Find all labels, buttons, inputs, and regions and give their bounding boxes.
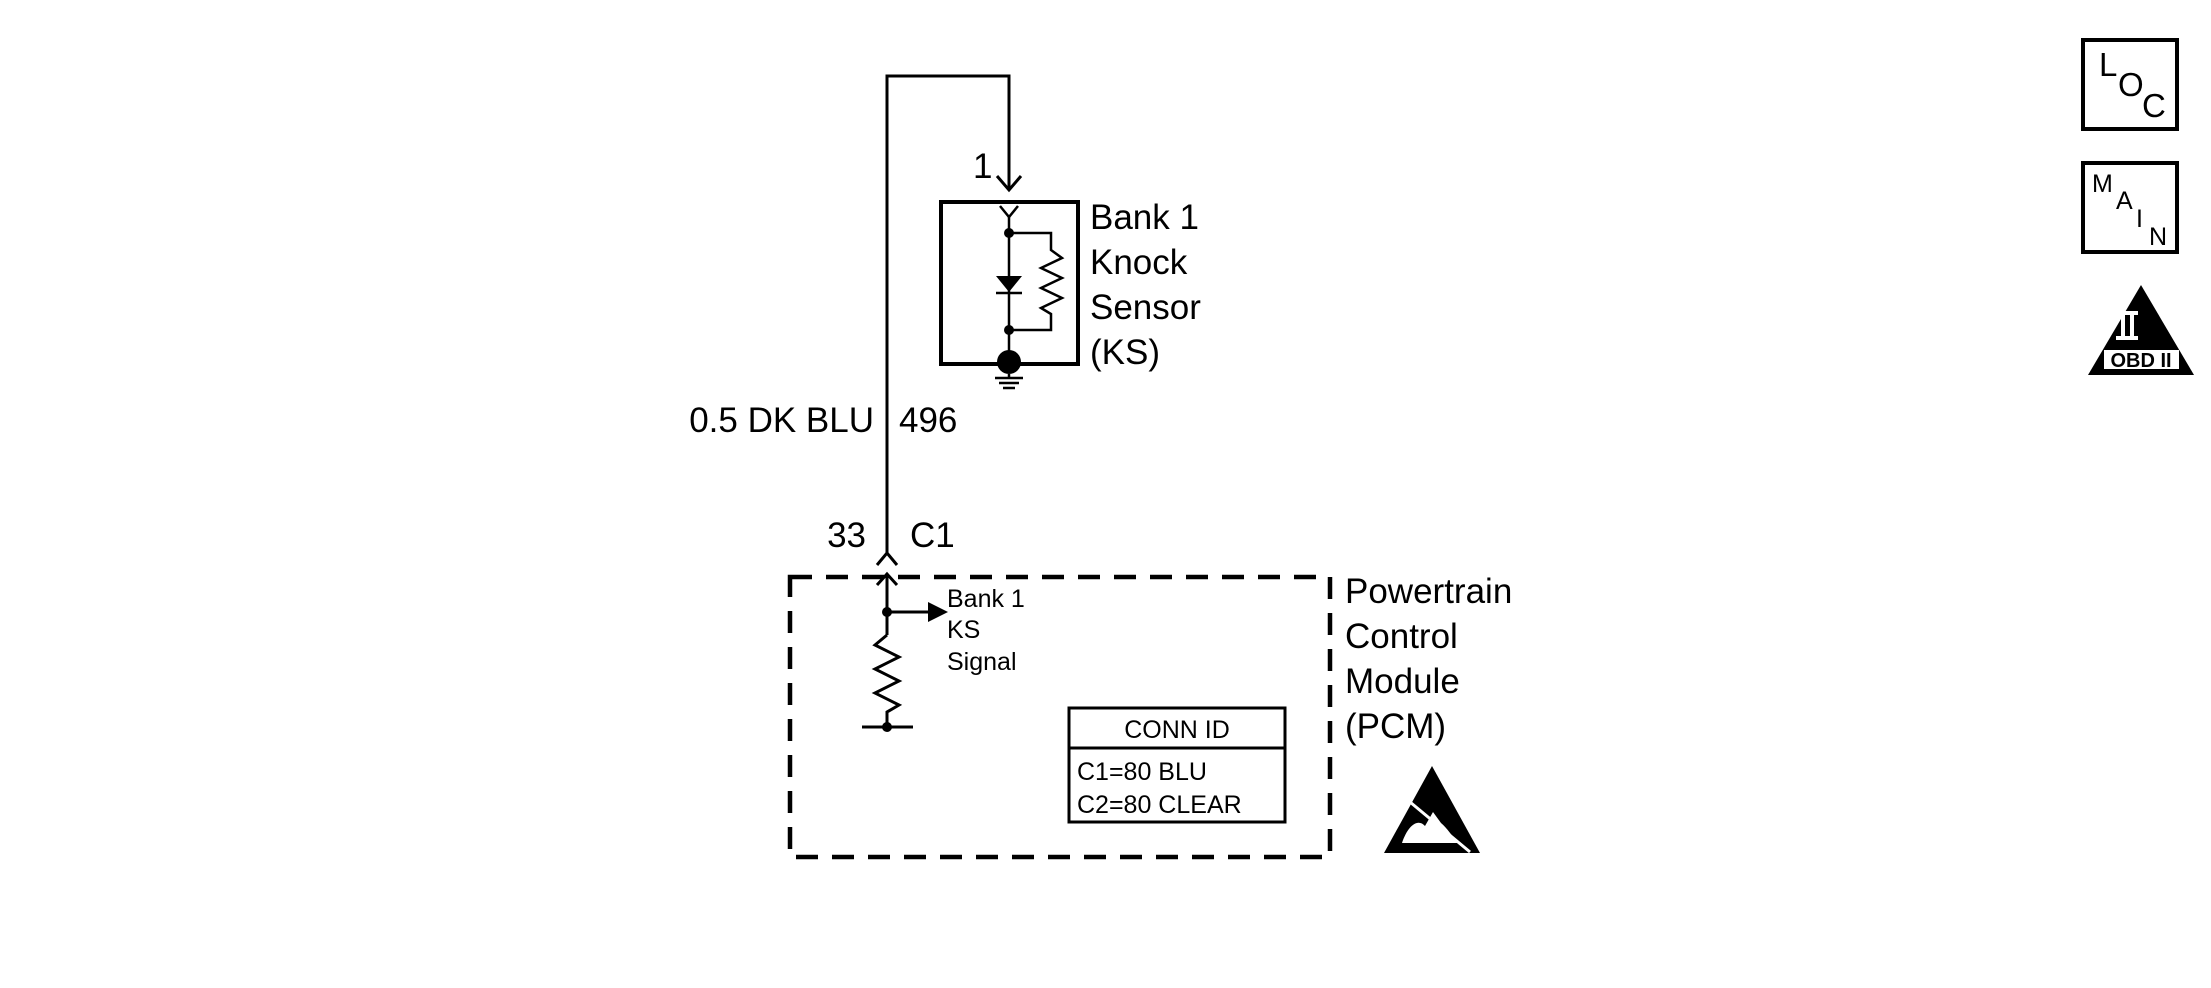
- svg-text:M: M: [2092, 170, 2113, 198]
- knock-sensor-title: Bank 1 Knock Sensor (KS): [1090, 198, 1201, 372]
- svg-text:OBD II: OBD II: [2110, 350, 2171, 372]
- pcm-signal-line: Signal: [947, 648, 1017, 676]
- pcm-title-line: (PCM): [1345, 707, 1446, 746]
- pcm-title-line: Powertrain: [1345, 572, 1512, 611]
- pcm-ks-input-circuit: [862, 602, 948, 732]
- knock-sensor-title-line: Sensor: [1090, 288, 1201, 327]
- svg-text:I: I: [2136, 205, 2143, 233]
- wire-color-label: 0.5 DK BLU: [689, 401, 874, 440]
- svg-text:L: L: [2099, 46, 2117, 83]
- esd-warning-icon: [1384, 766, 1480, 854]
- knock-sensor-title-line: (KS): [1090, 333, 1160, 372]
- pcm-title: Powertrain Control Module (PCM): [1345, 572, 1512, 746]
- knock-sensor-pin-label: 1: [973, 147, 992, 186]
- svg-text:N: N: [2149, 223, 2167, 251]
- wire-496: [885, 74, 1023, 555]
- ground-icon: [995, 374, 1023, 390]
- loc-icon[interactable]: L O C: [2081, 38, 2179, 131]
- conn-id-row: C1=80 BLU: [1077, 758, 1207, 786]
- pcm-boundary: [787, 574, 1333, 860]
- pcm-title-line: Module: [1345, 662, 1460, 701]
- pcm-pin-label: 33: [827, 516, 866, 555]
- conn-id-row: C2=80 CLEAR: [1077, 791, 1242, 819]
- knock-sensor-title-line: Knock: [1090, 243, 1188, 282]
- wire-circuit-label: 496: [899, 401, 957, 440]
- svg-text:O: O: [2118, 66, 2144, 103]
- pcm-signal-line: Bank 1: [947, 585, 1025, 613]
- pcm-signal-line: KS: [947, 616, 980, 644]
- pcm-title-line: Control: [1345, 617, 1458, 656]
- obd-ii-icon[interactable]: OBD II: [2088, 285, 2194, 375]
- knock-sensor-element-icon: [996, 205, 1065, 374]
- svg-text:C: C: [2142, 87, 2166, 124]
- pcm-connector-fork: [875, 550, 899, 612]
- conn-id-header: CONN ID: [1124, 716, 1230, 744]
- svg-text:A: A: [2116, 187, 2133, 215]
- conn-id-table: CONN ID C1=80 BLU C2=80 CLEAR: [1067, 706, 1287, 824]
- main-icon[interactable]: M A I N: [2081, 161, 2179, 254]
- pcm-signal-label: Bank 1 KS Signal: [947, 585, 1025, 676]
- pcm-connector-label: C1: [910, 516, 955, 555]
- knock-sensor-title-line: Bank 1: [1090, 198, 1199, 237]
